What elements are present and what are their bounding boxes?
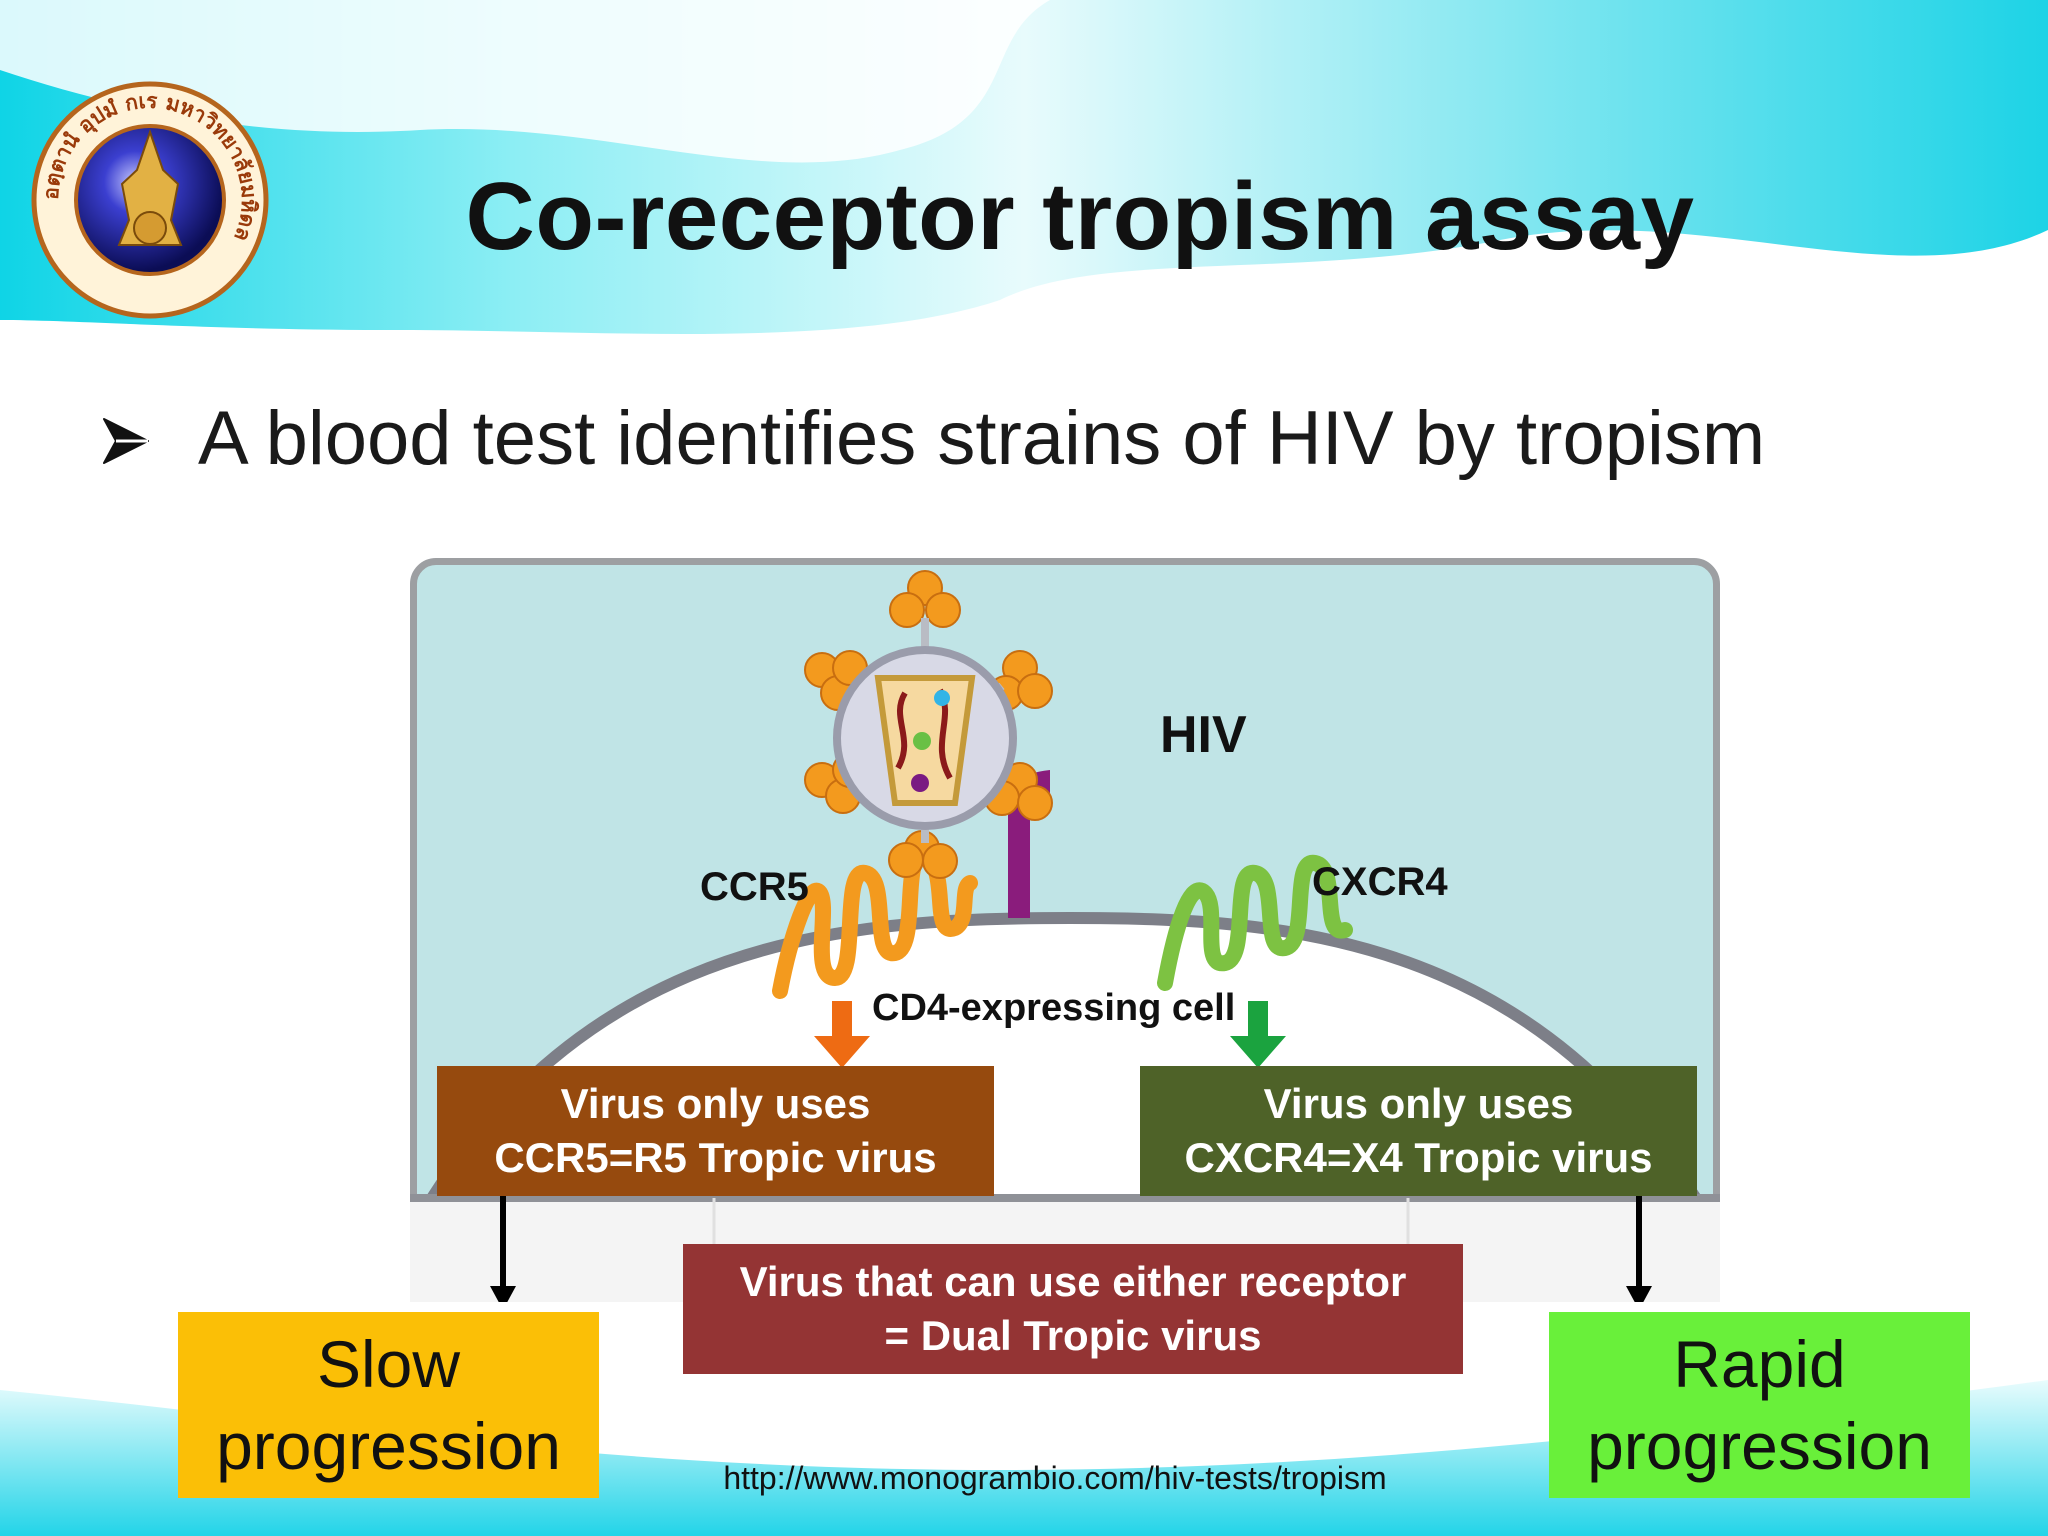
- x4-tropic-box: Virus only uses CXCR4=X4 Tropic virus: [1140, 1066, 1697, 1196]
- x4-box-line1: Virus only uses: [1263, 1080, 1574, 1127]
- cell-label: CD4-expressing cell: [872, 987, 1236, 1029]
- hiv-label: HIV: [1160, 706, 1247, 764]
- slow-progression-box: Slow progression: [178, 1312, 599, 1498]
- rapid-line1: Rapid: [1673, 1327, 1846, 1401]
- cxcr4-down-arrow: [1230, 1001, 1286, 1068]
- source-url: http://www.monogrambio.com/hiv-tests/tro…: [723, 1460, 1387, 1496]
- university-logo: อตฺตานํ อุปมํ กเร มหาวิทยาลัยมหิดล: [31, 81, 269, 319]
- dual-box-line1: Virus that can use either receptor: [739, 1258, 1407, 1305]
- ccr5-receptor: [772, 849, 978, 999]
- header-wave-highlight: [0, 0, 1050, 163]
- slow-line1: Slow: [316, 1327, 461, 1401]
- rapid-outcome-arrow: [1626, 1196, 1652, 1302]
- dual-tropic-box: Virus that can use either receptor = Dua…: [683, 1244, 1463, 1374]
- rapid-line2: progression: [1587, 1409, 1932, 1483]
- x4-box-line2: CXCR4=X4 Tropic virus: [1184, 1134, 1653, 1181]
- r5-tropic-box: Virus only uses CCR5=R5 Tropic virus: [437, 1066, 994, 1196]
- arrow-bullet-icon: [103, 418, 149, 464]
- cxcr4-receptor: [1157, 855, 1353, 991]
- hiv-virion: [804, 570, 1053, 879]
- bullet-text: A blood test identifies strains of HIV b…: [198, 396, 1766, 481]
- rapid-progression-box: Rapid progression: [1549, 1312, 1970, 1498]
- dual-box-line2: = Dual Tropic virus: [884, 1312, 1262, 1359]
- slow-outcome-arrow: [490, 1196, 516, 1302]
- r5-box-line2: CCR5=R5 Tropic virus: [494, 1134, 937, 1181]
- slide-title: Co-receptor tropism assay: [465, 163, 1695, 270]
- cxcr4-label: CXCR4: [1312, 860, 1448, 904]
- ccr5-label: CCR5: [700, 865, 809, 909]
- slow-line2: progression: [216, 1409, 561, 1483]
- ccr5-down-arrow: [814, 1001, 870, 1068]
- r5-box-line1: Virus only uses: [560, 1080, 871, 1127]
